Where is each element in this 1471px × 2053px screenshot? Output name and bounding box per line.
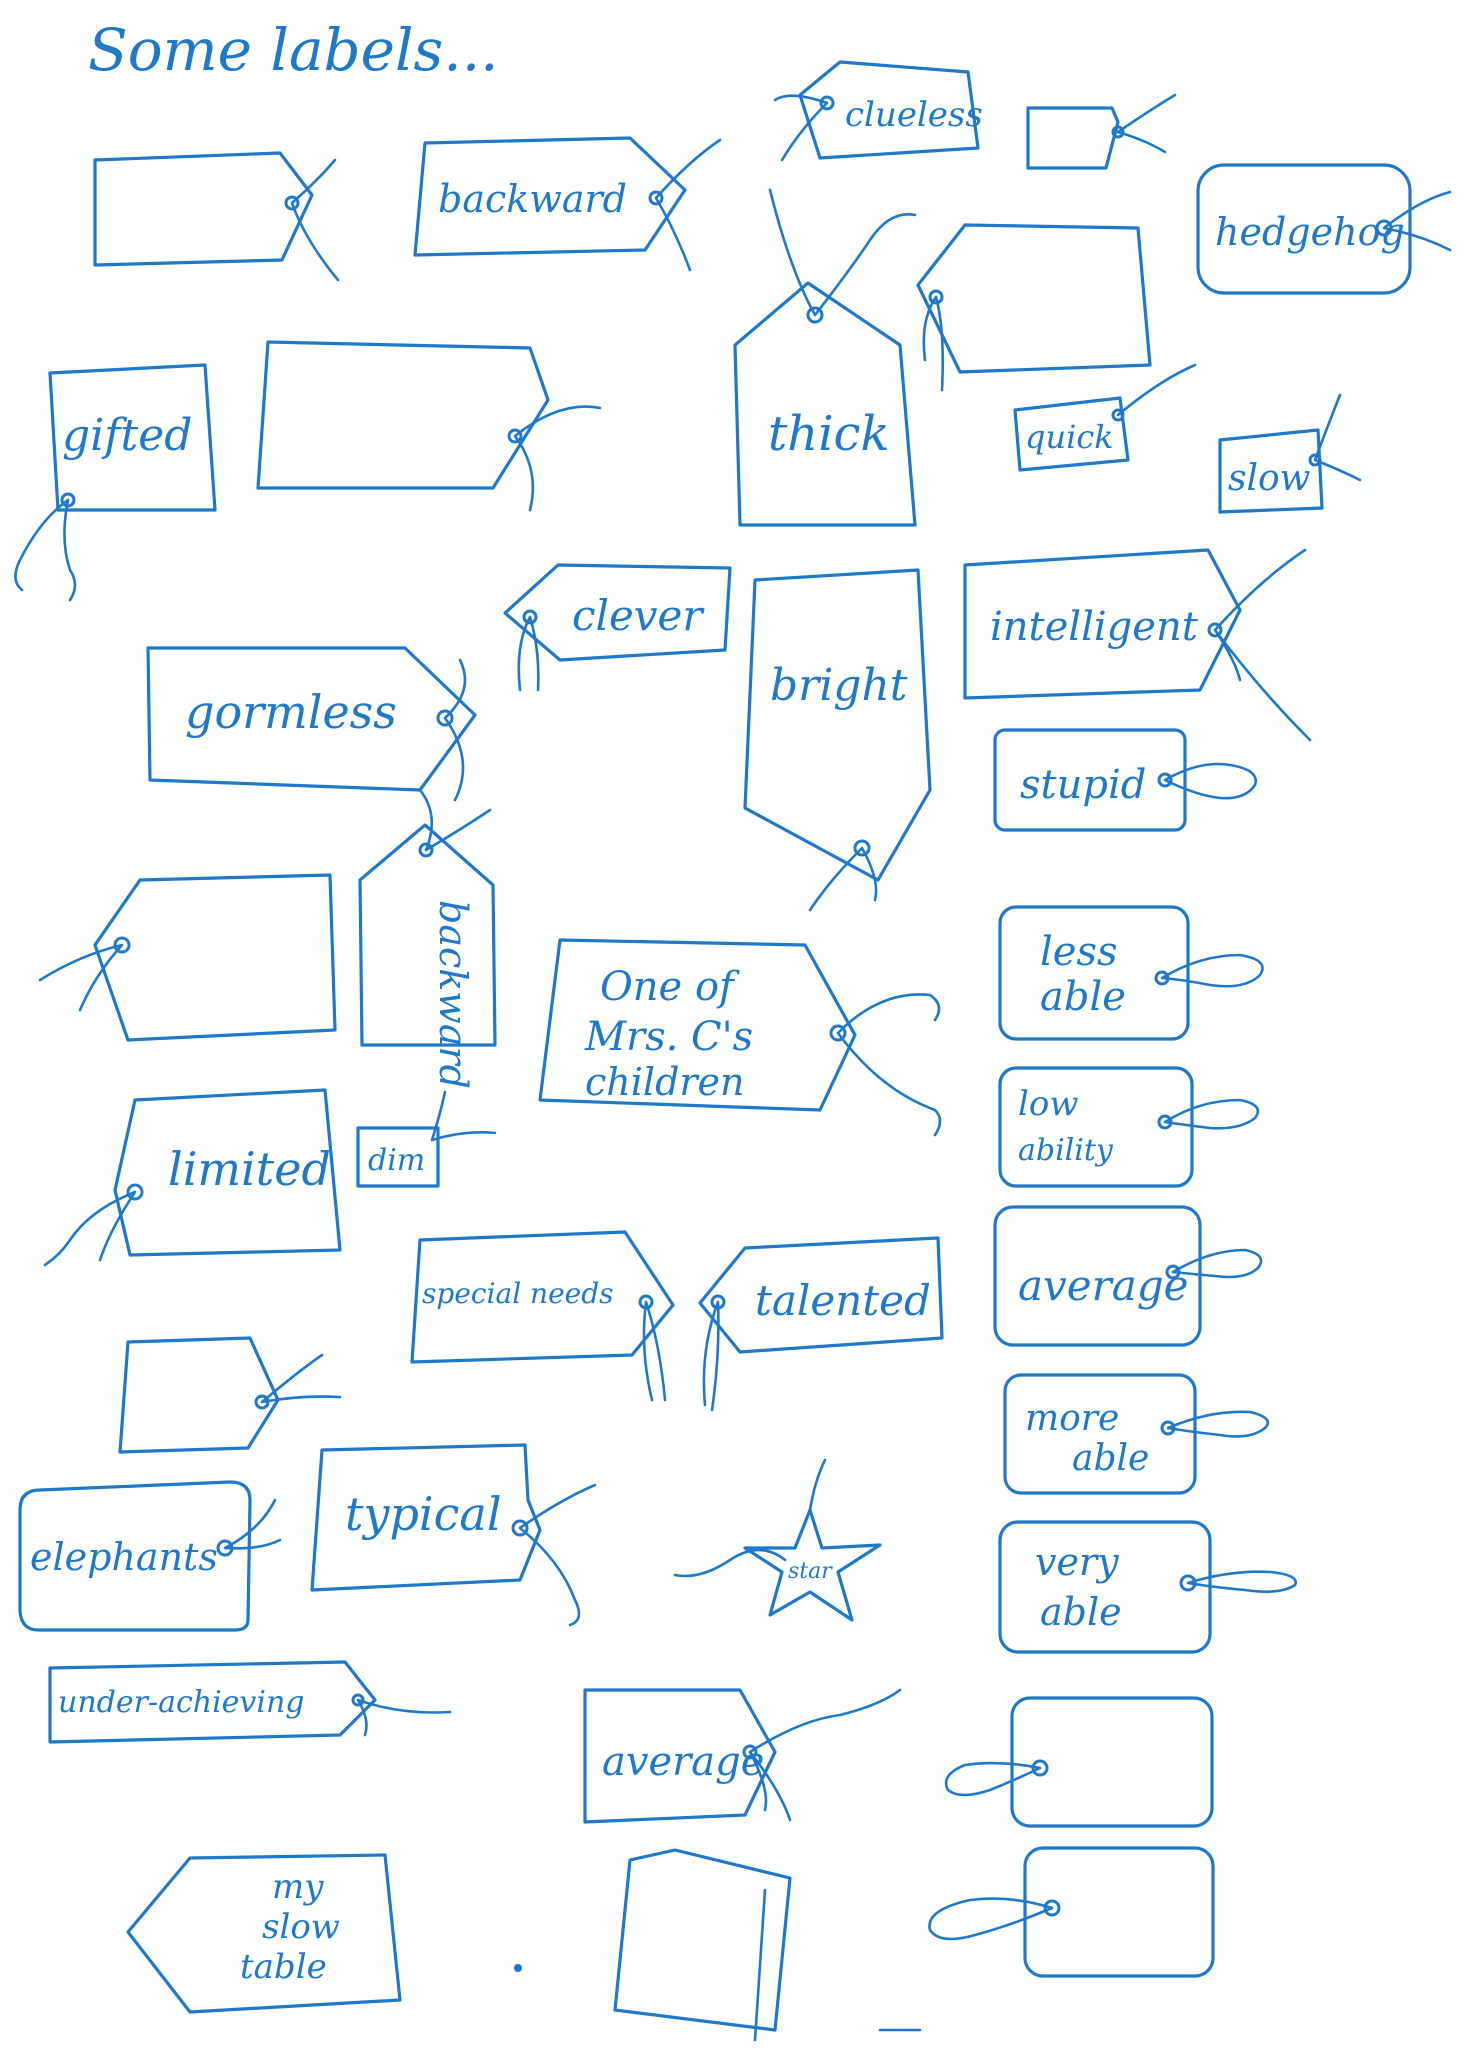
label-tag-typical: typical [310,1443,597,1627]
label-text-less: less [1040,929,1118,975]
label-text-very-able: able [1040,1590,1122,1634]
label-text-slow-table: slow [262,1907,340,1947]
label-text-my: my [272,1867,324,1907]
blank-tag [514,1848,922,2042]
label-tag-very-able: very able [998,1520,1297,1654]
label-tag-clueless: clueless [773,60,983,162]
label-text-under-achieving: under-achieving [58,1685,305,1720]
blank-tag [944,1696,1214,1828]
label-text-average-bottom: average [602,1739,764,1785]
label-tag-hedgehog: hedgehog [1196,163,1452,295]
label-tag-bright: bright [743,568,932,912]
blank-tag [916,223,1152,392]
label-tag-my-slow-table: my slow table [126,1853,402,2014]
label-text-star: star [788,1559,833,1584]
page-title: Some labels... [88,16,499,84]
label-tag-average-right: average [993,1205,1263,1347]
label-tag-limited: limited [43,1088,342,1267]
label-text-children: children [585,1060,745,1104]
label-tag-elephants: elephants [18,1480,282,1632]
label-text-mrs-c: Mrs. C's [584,1014,753,1060]
label-text-average-right: average [1018,1261,1188,1310]
label-tag-gormless: gormless [146,646,477,802]
label-text-backward: backward [438,177,627,221]
label-text-one-of: One of [600,964,740,1010]
label-tag-clever: clever [503,563,732,692]
label-text-clueless: clueless [845,95,983,135]
label-text-limited: limited [168,1142,331,1196]
label-text-very: very [1035,1540,1119,1584]
label-tag-talented: talented [698,1236,944,1412]
blank-tag [93,151,340,282]
label-text-clever: clever [572,591,705,640]
label-text-low: low [1018,1084,1078,1124]
label-tag-less-able: less able [998,905,1264,1041]
label-text-gifted: gifted [62,410,192,461]
label-tag-backward-vertical: backward [358,788,497,1089]
label-text-typical: typical [345,1487,502,1541]
label-tag-intelligent: intelligent [963,548,1312,742]
blank-tag [256,340,602,512]
label-tag-special-needs: special needs [410,1230,675,1402]
label-text-special-needs: special needs [422,1277,614,1310]
label-tag-one-of-mrs-c-children: One of Mrs. C's children [538,938,942,1137]
blank-tag [928,1846,1215,1978]
label-tag-backward: backward [413,136,722,272]
label-text-slow: slow [1228,458,1311,499]
label-text-backward-vertical: backward [431,900,475,1089]
label-tag-dim: dim [356,1090,497,1188]
label-text-intelligent: intelligent [990,604,1199,650]
label-tag-more-able: more able [1003,1373,1270,1495]
label-tag-stupid: stupid [993,728,1257,832]
label-text-table: table [240,1947,327,1987]
label-tag-slow: slow [1218,393,1362,514]
label-text-dim: dim [368,1143,425,1178]
label-tag-star: star [673,1458,882,1622]
label-tag-under-achieving: under-achieving [48,1660,452,1744]
label-text-elephants: elephants [30,1535,218,1579]
label-text-hedgehog: hedgehog [1215,210,1405,254]
label-text-stupid: stupid [1020,762,1146,808]
label-text-bright: bright [770,660,908,711]
label-text-more-able: able [1072,1438,1149,1479]
label-text-talented: talented [755,1276,931,1325]
blank-tag [118,1336,342,1454]
label-text-quick: quick [1025,418,1114,456]
label-text-gormless: gormless [185,685,397,739]
label-tag-thick: thick [733,188,917,527]
blank-tag [1026,93,1177,170]
label-text-ability: ability [1018,1133,1114,1168]
label-text-more: more [1025,1398,1119,1439]
blank-tag [38,873,337,1042]
label-text-thick: thick [768,406,890,462]
label-tag-gifted: gifted [14,363,217,602]
label-text-able: able [1040,974,1126,1020]
label-tag-average-bottom: average [583,1688,902,1824]
label-tag-quick: quick [1013,363,1197,472]
label-tag-low-ability: low ability [998,1066,1260,1188]
